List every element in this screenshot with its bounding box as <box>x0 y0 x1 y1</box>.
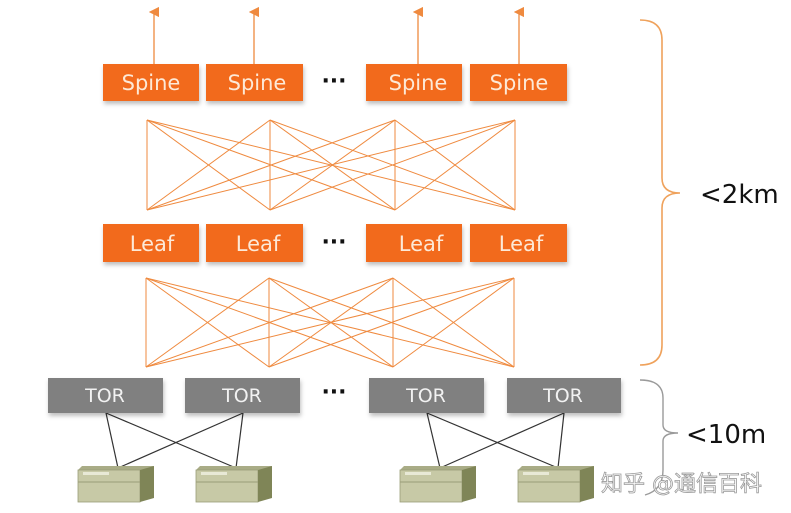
server-link <box>235 412 244 469</box>
tor-label: TOR <box>84 385 125 407</box>
spine-label: Spine <box>389 71 448 95</box>
leaf-label: Leaf <box>499 232 544 256</box>
leaf-node: Leaf <box>206 224 303 262</box>
spine-node: Spine <box>470 64 567 101</box>
tor-server-links <box>105 412 565 469</box>
leaf-label: Leaf <box>130 232 175 256</box>
mesh-link <box>268 277 515 368</box>
server-link <box>439 412 565 469</box>
mesh-link <box>146 119 396 211</box>
leaf-label: Leaf <box>399 232 444 256</box>
mesh-link <box>145 277 270 368</box>
spine-node: Spine <box>103 64 199 101</box>
mesh-link <box>269 119 516 211</box>
mesh-link <box>146 119 516 211</box>
server-icon <box>195 466 272 503</box>
mesh-link <box>394 119 516 211</box>
tor-label: TOR <box>542 385 583 407</box>
leaf-layer: Leaf Leaf ··· Leaf Leaf <box>103 224 567 262</box>
tor-layer: TOR TOR ··· TOR TOR <box>48 378 621 413</box>
distance-brace-10m: <10m <box>639 379 766 496</box>
server-link <box>117 412 244 469</box>
tor-node: TOR <box>507 378 621 413</box>
spine-leaf-links <box>146 119 516 211</box>
server-link <box>426 412 559 469</box>
distance-label-10m: <10m <box>686 420 766 450</box>
leaf-node: Leaf <box>470 224 567 262</box>
server-layer <box>77 466 594 503</box>
distance-label-2km: <2km <box>700 180 779 210</box>
tor-node: TOR <box>48 378 163 413</box>
uplink-arrows <box>148 6 525 64</box>
tor-label: TOR <box>221 385 262 407</box>
mesh-link <box>145 277 394 368</box>
spine-label: Spine <box>228 71 287 95</box>
distance-brace-2km: <2km <box>639 19 779 366</box>
mesh-link <box>392 277 515 368</box>
mesh-link <box>145 277 515 368</box>
spine-node: Spine <box>366 64 462 101</box>
tor-ellipsis: ··· <box>321 380 346 405</box>
leaf-node: Leaf <box>366 224 462 262</box>
spine-node: Spine <box>206 64 303 101</box>
watermark: 知乎 @通信百科 <box>601 472 762 497</box>
spine-ellipsis: ··· <box>321 69 346 94</box>
spine-layer: Spine Spine ··· Spine Spine <box>103 64 567 101</box>
brace-icon <box>639 19 681 366</box>
spine-label: Spine <box>122 71 181 95</box>
server-link <box>105 412 119 469</box>
server-link <box>426 412 441 469</box>
server-icon <box>77 466 154 503</box>
leaf-ellipsis: ··· <box>321 230 346 255</box>
tor-label: TOR <box>405 385 446 407</box>
mesh-link <box>146 119 271 211</box>
server-icon <box>399 466 476 503</box>
brace-icon <box>639 379 679 496</box>
tor-node: TOR <box>185 378 300 413</box>
server-link <box>557 412 565 469</box>
server-link <box>105 412 237 469</box>
server-icon <box>517 466 594 503</box>
leaf-tor-links <box>145 277 515 368</box>
leaf-label: Leaf <box>236 232 281 256</box>
leaf-node: Leaf <box>103 224 199 262</box>
tor-node: TOR <box>369 378 484 413</box>
spine-label: Spine <box>490 71 549 95</box>
